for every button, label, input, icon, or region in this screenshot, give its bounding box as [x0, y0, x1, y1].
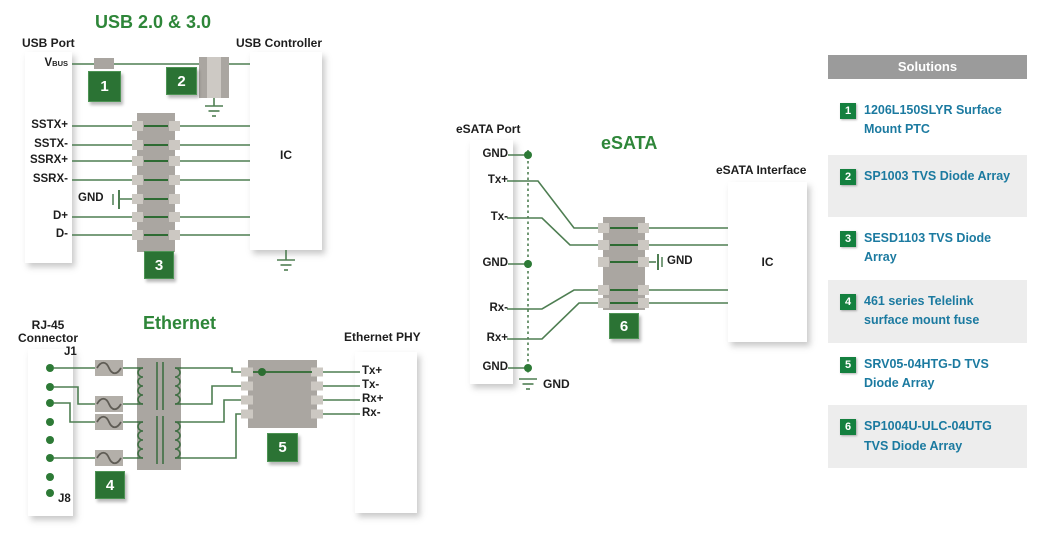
solution-item-1[interactable]: 1 1206L150SLYR Surface Mount PTC	[828, 79, 1027, 155]
esata-tx-plus-pin-label: Tx+	[487, 174, 508, 186]
solution-number-badge: 1	[840, 103, 856, 119]
solution-number-badge: 3	[840, 231, 856, 247]
pin1-marker-dot	[258, 368, 266, 376]
ethernet-section-title: Ethernet	[143, 313, 217, 333]
solution-marker-2: 2	[166, 67, 197, 95]
esata-cap-gnd-label: GND	[667, 255, 693, 267]
solution-item-3[interactable]: 3 SESD1103 TVS Diode Array	[828, 217, 1027, 280]
ethernet-phy-box	[355, 352, 417, 513]
ethernet-phy-label: Ethernet PHY	[344, 330, 421, 344]
solution-item-6[interactable]: 6 SP1004U-ULC-04UTG TVS Diode Array	[828, 405, 1027, 468]
solution-number-badge: 5	[840, 356, 856, 373]
vbus-tvs-component	[199, 57, 229, 98]
solution-marker-4: 4	[95, 471, 125, 499]
esata-interface-box	[728, 182, 807, 342]
solution-marker-6: 6	[609, 313, 639, 339]
usb-port-label: USB Port	[22, 36, 75, 50]
vbus-fuse-component	[94, 58, 114, 69]
solution-marker-3: 3	[144, 251, 174, 279]
solution-label: SESD1103 TVS Diode Array	[864, 231, 992, 265]
solution-label: 461 series Telelink surface mount fuse	[864, 293, 980, 328]
solution-label: 1206L150SLYR Surface Mount PTC	[864, 103, 1002, 137]
solution-item-4[interactable]: 4 461 series Telelink surface mount fuse	[828, 279, 1027, 343]
solution-item-2[interactable]: 2 SP1003 TVS Diode Array	[828, 155, 1027, 217]
ssrx-minus-pin-label: SSRX-	[32, 173, 68, 185]
solutions-header: Solutions	[828, 55, 1027, 79]
ethernet-fuses	[95, 360, 123, 466]
esata-rx-minus-pin-label: Rx-	[489, 302, 508, 314]
usb-ic-label: IC	[280, 148, 292, 162]
esata-tvs-array-component	[598, 217, 649, 310]
esata-tx-minus-pin-label: Tx-	[490, 211, 508, 223]
esata-wires	[507, 150, 728, 390]
solution-number-badge: 2	[840, 169, 856, 185]
esata-gnd2-pin-label: GND	[482, 257, 508, 269]
solution-label: SRV05-04HTG-D TVS Diode Array	[864, 356, 989, 390]
usb-section-title: USB 2.0 & 3.0	[95, 12, 212, 32]
usb-port-box	[25, 52, 72, 263]
j8-pin-label: J8	[58, 493, 71, 505]
phy-rx-plus-label: Rx+	[362, 393, 384, 405]
esata-bottom-gnd-label: GND	[543, 377, 570, 391]
j1-pin-label: J1	[64, 346, 77, 358]
esata-port-box	[470, 140, 513, 384]
d-plus-pin-label: D+	[52, 210, 68, 222]
vbus-v: V	[44, 57, 53, 69]
phy-tx-plus-label: Tx+	[362, 365, 383, 377]
esata-gnd1-pin-label: GND	[482, 148, 508, 160]
usb-tvs-array-component	[137, 113, 175, 252]
ethernet-wires	[54, 367, 242, 459]
rj45-label-line1: RJ-45	[31, 318, 65, 332]
esata-gnd-dots	[524, 151, 532, 372]
ethernet-transformer-component	[137, 358, 181, 470]
esata-gnd3-pin-label: GND	[482, 361, 508, 373]
sstx-plus-pin-label: SSTX+	[31, 119, 68, 131]
d-minus-pin-label: D-	[55, 228, 68, 240]
usb-controller-box	[250, 52, 322, 250]
solutions-panel: Solutions 1 1206L150SLYR Surface Mount P…	[828, 55, 1027, 468]
ssrx-plus-pin-label: SSRX+	[29, 154, 68, 166]
esata-rx-plus-pin-label: Rx+	[486, 332, 508, 344]
phy-tx-minus-label: Tx-	[362, 379, 380, 391]
esata-section-title: eSATA	[601, 133, 658, 153]
rj45-label-line2: Connector	[18, 331, 78, 345]
solution-label: SP1003 TVS Diode Array	[864, 169, 1011, 183]
esata-ic-label: IC	[761, 255, 774, 269]
solution-label: SP1004U-ULC-04UTG TVS Diode Array	[864, 419, 992, 453]
solution-number-badge: 4	[840, 293, 856, 310]
esata-interface-label: eSATA Interface	[716, 163, 807, 177]
solution-marker-1: 1	[88, 71, 121, 102]
esata-port-label: eSATA Port	[456, 122, 521, 136]
solution-marker-5: 5	[267, 433, 298, 462]
usb-controller-label: USB Controller	[236, 36, 323, 50]
vbus-sub: BUS	[52, 59, 68, 68]
phy-rx-minus-label: Rx-	[362, 407, 381, 419]
rj45-connector-box	[28, 349, 73, 516]
solution-item-5[interactable]: 5 SRV05-04HTG-D TVS Diode Array	[828, 343, 1027, 406]
solution-number-badge: 6	[840, 419, 856, 436]
usb-gnd-label: GND	[78, 192, 104, 204]
sstx-minus-pin-label: SSTX-	[34, 138, 68, 150]
ethernet-tvs-array-component	[241, 360, 323, 428]
vbus-pin-label: VBUS	[25, 57, 68, 69]
